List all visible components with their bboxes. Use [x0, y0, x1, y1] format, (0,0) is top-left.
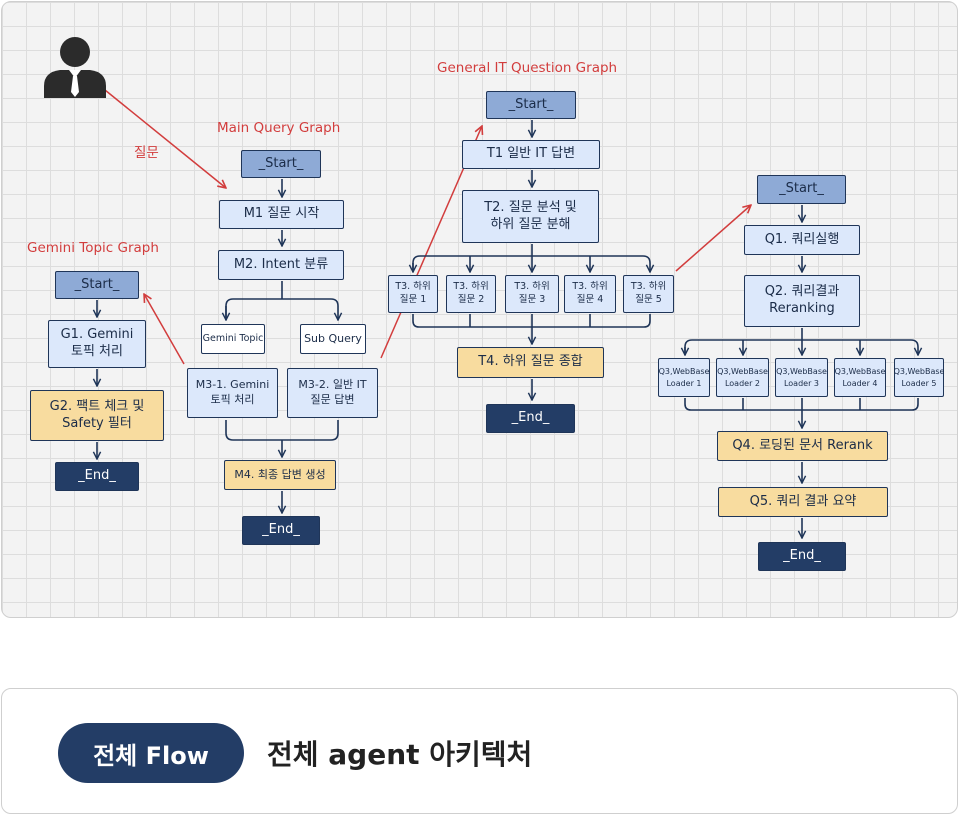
- gemini-g2-node: G2. 팩트 체크 및 Safety 필터: [30, 390, 164, 441]
- general-t3-node-4: T3. 하위 질문 4: [564, 275, 616, 313]
- query-q3-node-3: Q3,WebBase Loader 3: [775, 358, 828, 397]
- general-t4-node: T4. 하위 질문 종합: [457, 347, 604, 378]
- main-m4-node: M4. 최종 답변 생성: [224, 460, 336, 490]
- query-q2-node: Q2. 쿼리결과 Reranking: [744, 275, 860, 327]
- general-t2-node: T2. 질문 분석 및 하위 질문 분해: [462, 190, 599, 243]
- gemini-end-node: _End_: [55, 462, 139, 491]
- query-q3-node-4: Q3,WebBase Loader 4: [834, 358, 886, 397]
- query-q4-node: Q4. 로딩된 문서 Rerank: [717, 431, 888, 461]
- query-q5-node: Q5. 쿼리 결과 요약: [718, 487, 888, 517]
- main-m3-1-node: M3-1. Gemini 토픽 처리: [187, 368, 278, 418]
- general-graph-title: General IT Question Graph: [437, 60, 618, 76]
- general-start-node: _Start_: [486, 91, 576, 119]
- general-t1-node: T1 일반 IT 답변: [462, 140, 600, 169]
- general-t3-node-5: T3. 하위 질문 5: [623, 275, 674, 313]
- question-label: 질문: [134, 145, 159, 161]
- main-end-node: _End_: [242, 516, 320, 545]
- main-m1-node: M1 질문 시작: [219, 200, 344, 229]
- branch-gemini-topic: Gemini Topic: [201, 324, 265, 354]
- flow-badge: 전체 Flow: [58, 723, 244, 783]
- caption-title: 전체 agent 아키텍처: [267, 738, 533, 771]
- connector-layer: [2, 89, 958, 618]
- diagram-canvas: 질문 Gemini Topic Graph Main Query Graph G…: [1, 1, 958, 618]
- query-q3-node-5: Q3,WebBase Loader 5: [894, 358, 944, 397]
- main-m2-node: M2. Intent 분류: [218, 250, 344, 280]
- general-t3-node-2: T3. 하위 질문 2: [446, 275, 496, 313]
- main-m3-2-node: M3-2. 일반 IT 질문 답변: [287, 368, 378, 418]
- main-start-node: _Start_: [241, 150, 321, 178]
- general-end-node: _End_: [486, 404, 575, 433]
- user-icon: [44, 37, 106, 98]
- query-q3-node-1: Q3,WebBase Loader 1: [658, 358, 710, 397]
- general-t3-node-1: T3. 하위 질문 1: [388, 275, 438, 313]
- general-t3-node-3: T3. 하위 질문 3: [505, 275, 559, 313]
- query-q3-node-2: Q3,WebBase Loader 2: [716, 358, 769, 397]
- query-q1-node: Q1. 쿼리실행: [744, 225, 860, 255]
- query-start-node: _Start_: [757, 175, 846, 204]
- cross-graph-arrows: [104, 89, 751, 365]
- gemini-start-node: _Start_: [55, 271, 139, 299]
- branch-sub-query: Sub Query: [300, 324, 366, 354]
- query-end-node: _End_: [758, 542, 846, 571]
- gemini-graph-title: Gemini Topic Graph: [27, 240, 159, 256]
- gemini-g1-node: G1. Gemini 토픽 처리: [48, 320, 146, 368]
- main-graph-title: Main Query Graph: [217, 120, 341, 136]
- caption-panel: 전체 Flow 전체 agent 아키텍처: [1, 688, 958, 814]
